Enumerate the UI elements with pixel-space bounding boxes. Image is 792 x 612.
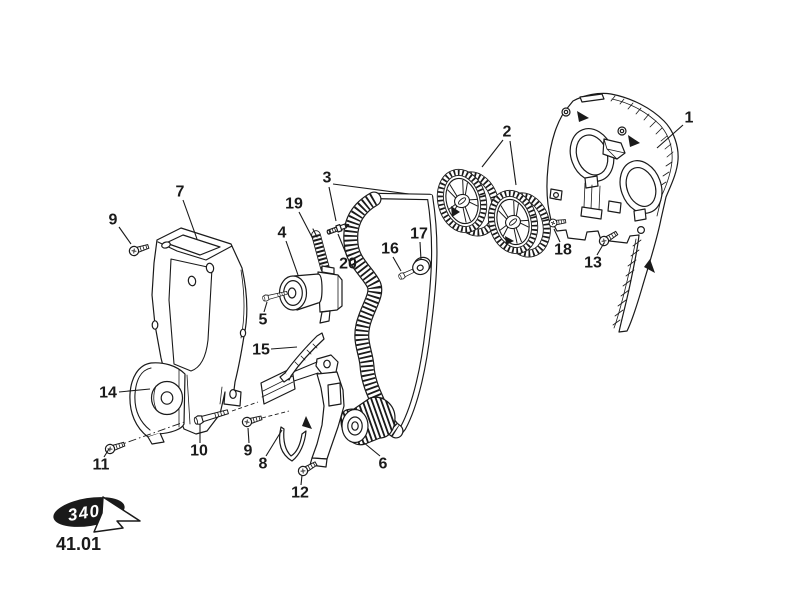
callout-label-9b: 9 <box>244 443 253 460</box>
pointer-arrow <box>505 236 514 245</box>
part-9-screw-bottom <box>240 412 264 429</box>
callout-label-6: 6 <box>379 456 388 473</box>
callout-label-10: 10 <box>190 443 208 460</box>
callout-label-13: 13 <box>584 255 602 272</box>
pointer-arrow <box>577 111 589 122</box>
part-6-crankshaft-gear <box>340 396 396 446</box>
callout-label-16: 16 <box>381 241 399 258</box>
axis-line-screw-11 <box>113 420 188 448</box>
part-14-lower-cover <box>129 362 186 445</box>
callout-label-15: 15 <box>252 342 270 359</box>
callout-label-2: 2 <box>503 124 512 141</box>
callout-leader-14 <box>118 388 151 393</box>
callout-label-18: 18 <box>554 242 572 259</box>
callout-leader-4 <box>285 240 299 276</box>
callout-label-14: 14 <box>99 385 117 402</box>
callout-label-4: 4 <box>278 225 287 242</box>
callout-leader-8 <box>265 429 283 457</box>
callout-leader-9b <box>247 427 250 444</box>
callout-leader-2 <box>481 139 504 168</box>
pointer-arrow <box>644 259 655 273</box>
callout-leader-20 <box>337 233 348 257</box>
callout-leader-12 <box>300 474 303 486</box>
callout-label-7: 7 <box>176 184 185 201</box>
callout-leader-3 <box>328 186 337 222</box>
part-17-washer-bolt <box>412 256 432 276</box>
callout-leader-13 <box>596 242 605 256</box>
callout-leader-16 <box>392 256 402 272</box>
callout-label-9a: 9 <box>109 212 118 229</box>
callout-label-19: 19 <box>285 196 303 213</box>
part-1-outer-timing-cover <box>546 92 679 333</box>
callout-leader-3 <box>332 183 410 195</box>
callout-leader-9a <box>118 226 132 245</box>
pointer-arrow <box>628 135 640 147</box>
pointer-arrow <box>451 206 460 217</box>
callout-leader-15 <box>270 346 298 350</box>
callout-label-3: 3 <box>323 170 332 187</box>
callout-leader-11 <box>103 448 110 458</box>
axis-line-bolt-10 <box>231 401 259 412</box>
part-19-tension-spring <box>311 228 330 278</box>
callout-leader-19 <box>298 211 314 240</box>
part-2-camshaft-gears <box>434 165 553 262</box>
callout-label-11: 11 <box>93 457 110 474</box>
part-12-screw <box>296 458 319 478</box>
callout-leader-1 <box>656 124 684 149</box>
part-4-tensioner-pulley <box>278 265 343 324</box>
callout-leader-7 <box>182 199 198 240</box>
callout-label-20: 20 <box>339 256 357 273</box>
part-15-belt-guide <box>279 332 325 383</box>
callout-leader-5 <box>263 301 268 313</box>
callout-leader-6 <box>362 441 381 457</box>
pointer-arrow <box>302 416 312 429</box>
callout-label-5: 5 <box>259 312 268 329</box>
page-code: 41.01 <box>56 534 101 554</box>
axis-line-screw-9b <box>261 410 290 419</box>
logo-swoosh <box>93 496 141 533</box>
callout-leader-17 <box>419 241 422 261</box>
callout-label-1: 1 <box>685 110 694 127</box>
callout-leader-2 <box>509 140 517 186</box>
part-20-stud <box>326 223 350 235</box>
cover-openings <box>569 128 663 222</box>
part-8-bracket <box>260 354 345 468</box>
callout-label-17: 17 <box>410 226 428 243</box>
part-9-screw-top <box>127 241 151 258</box>
logo-text: 340 <box>66 501 101 525</box>
callout-label-12: 12 <box>291 485 309 502</box>
part-8-hook <box>279 426 307 462</box>
part-7-holes <box>151 241 247 400</box>
brand-logo: 340 <box>53 496 141 533</box>
cam-gear-right <box>485 186 553 262</box>
callout-label-8: 8 <box>259 456 268 473</box>
callout-leader-18 <box>553 228 561 243</box>
